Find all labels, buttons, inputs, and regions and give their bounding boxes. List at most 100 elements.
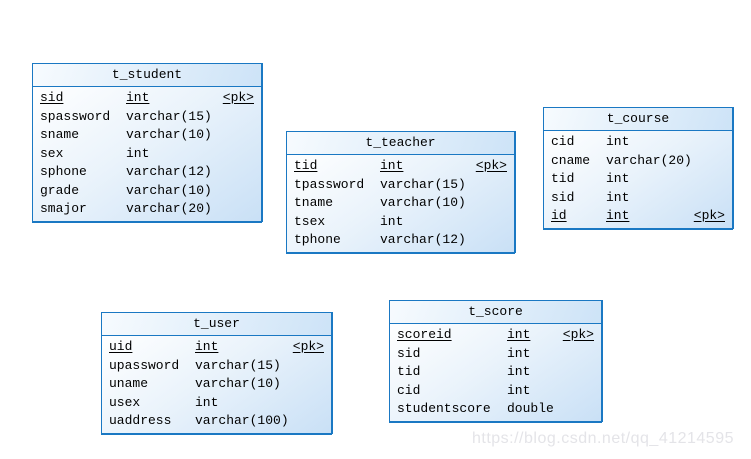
column-type: int bbox=[606, 208, 630, 223]
column-type: int bbox=[380, 213, 404, 229]
column-row[interactable]: tphone varchar(12) bbox=[287, 231, 514, 250]
column-type: int bbox=[126, 90, 150, 105]
column-type: int bbox=[380, 158, 404, 173]
column-name: tphone bbox=[294, 232, 341, 247]
column-name: tsex bbox=[294, 213, 326, 229]
column-row[interactable]: id int <pk> bbox=[544, 207, 732, 226]
column-name: sex bbox=[40, 145, 64, 161]
column-type: double bbox=[507, 401, 554, 416]
column-row[interactable]: tsex int bbox=[287, 213, 514, 232]
column-row[interactable]: sphone varchar(12) bbox=[33, 163, 261, 182]
column-row[interactable]: uaddress varchar(100) bbox=[102, 412, 331, 431]
column-name: tid bbox=[551, 171, 575, 186]
column-name: tpassword bbox=[294, 176, 365, 192]
column-row[interactable]: studentscore double bbox=[390, 400, 601, 419]
column-type: int bbox=[606, 134, 630, 149]
column-type: int bbox=[126, 145, 150, 161]
table-title[interactable]: t_course bbox=[544, 108, 732, 131]
column-row[interactable]: tid int bbox=[390, 363, 601, 382]
column-type: varchar(100) bbox=[195, 413, 289, 428]
column-row[interactable]: sname varchar(10) bbox=[33, 126, 261, 145]
column-type: int bbox=[507, 327, 531, 342]
column-row[interactable]: cname varchar(20) bbox=[544, 152, 732, 171]
column-row[interactable]: sid int <pk> bbox=[33, 89, 261, 108]
column-name: tname bbox=[294, 195, 334, 210]
column-name: grade bbox=[40, 182, 80, 198]
table-columns: tid int <pk> tpassword varchar(15) tname… bbox=[287, 155, 514, 252]
column-name: uname bbox=[109, 376, 149, 391]
column-name: tid bbox=[294, 158, 318, 173]
table-columns: sid int <pk> spassword varchar(15) sname… bbox=[33, 87, 261, 221]
column-name: usex bbox=[109, 394, 141, 410]
column-row[interactable]: smajor varchar(20) bbox=[33, 200, 261, 219]
column-row[interactable]: upassword varchar(15) bbox=[102, 357, 331, 376]
column-type: int bbox=[507, 345, 531, 361]
column-name: smajor bbox=[40, 201, 87, 216]
column-name: sid bbox=[551, 189, 575, 205]
column-type: varchar(10) bbox=[126, 127, 212, 142]
table-title[interactable]: t_score bbox=[390, 301, 601, 324]
column-row[interactable]: sid int bbox=[390, 345, 601, 364]
column-row[interactable]: uname varchar(10) bbox=[102, 375, 331, 394]
column-type: varchar(12) bbox=[126, 164, 212, 179]
column-name: studentscore bbox=[397, 401, 491, 416]
column-name: cname bbox=[551, 152, 591, 168]
pk-marker: <pk> bbox=[693, 208, 725, 223]
table-title[interactable]: t_user bbox=[102, 313, 331, 336]
column-row[interactable]: grade varchar(10) bbox=[33, 182, 261, 201]
csdn-watermark: https://blog.csdn.net/qq_41214595 bbox=[471, 430, 734, 447]
column-type: int bbox=[195, 394, 219, 410]
column-type: int bbox=[606, 171, 630, 186]
column-row[interactable]: scoreid int <pk> bbox=[390, 326, 601, 345]
column-row[interactable]: tpassword varchar(15) bbox=[287, 176, 514, 195]
column-type: varchar(15) bbox=[126, 108, 212, 124]
table-columns: cid int cname varchar(20) tid int sid in… bbox=[544, 131, 732, 228]
entity-table-t_user[interactable]: t_user uid int <pk> upassword varchar(15… bbox=[101, 312, 332, 434]
table-columns: uid int <pk> upassword varchar(15) uname… bbox=[102, 336, 331, 433]
column-name: id bbox=[551, 208, 567, 223]
column-type: varchar(20) bbox=[126, 201, 212, 216]
column-name: sphone bbox=[40, 164, 87, 179]
column-name: cid bbox=[551, 134, 575, 149]
column-name: uaddress bbox=[109, 413, 172, 428]
column-row[interactable]: cid int bbox=[544, 133, 732, 152]
column-type: varchar(10) bbox=[195, 376, 281, 391]
entity-table-t_student[interactable]: t_student sid int <pk> spassword varchar… bbox=[32, 63, 262, 222]
table-columns: scoreid int <pk> sid int tid int cid int… bbox=[390, 324, 601, 421]
column-row[interactable]: tid int <pk> bbox=[287, 157, 514, 176]
column-row[interactable]: spassword varchar(15) bbox=[33, 108, 261, 127]
pk-marker: <pk> bbox=[475, 158, 507, 173]
column-type: varchar(12) bbox=[380, 232, 466, 247]
column-row[interactable]: cid int bbox=[390, 382, 601, 401]
column-type: varchar(20) bbox=[606, 152, 692, 168]
column-row[interactable]: tname varchar(10) bbox=[287, 194, 514, 213]
column-name: upassword bbox=[109, 357, 180, 373]
column-name: scoreid bbox=[397, 327, 452, 342]
column-type: int bbox=[507, 364, 531, 379]
column-name: uid bbox=[109, 339, 133, 354]
column-type: varchar(15) bbox=[380, 176, 466, 192]
column-type: int bbox=[507, 382, 531, 398]
entity-table-t_teacher[interactable]: t_teacher tid int <pk> tpassword varchar… bbox=[286, 131, 515, 253]
column-type: int bbox=[195, 339, 219, 354]
column-row[interactable]: sex int bbox=[33, 145, 261, 164]
column-name: spassword bbox=[40, 108, 111, 124]
column-row[interactable]: sid int bbox=[544, 189, 732, 208]
column-row[interactable]: uid int <pk> bbox=[102, 338, 331, 357]
column-name: sid bbox=[397, 345, 421, 361]
pk-marker: <pk> bbox=[292, 339, 324, 354]
table-title[interactable]: t_student bbox=[33, 64, 261, 87]
pk-marker: <pk> bbox=[562, 327, 594, 342]
column-name: sid bbox=[40, 90, 64, 105]
column-type: varchar(10) bbox=[126, 182, 212, 198]
table-title[interactable]: t_teacher bbox=[287, 132, 514, 155]
column-row[interactable]: tid int bbox=[544, 170, 732, 189]
column-type: int bbox=[606, 189, 630, 205]
column-type: varchar(15) bbox=[195, 357, 281, 373]
column-name: tid bbox=[397, 364, 421, 379]
entity-table-t_course[interactable]: t_course cid int cname varchar(20) tid i… bbox=[543, 107, 733, 229]
pk-marker: <pk> bbox=[222, 90, 254, 105]
column-row[interactable]: usex int bbox=[102, 394, 331, 413]
entity-table-t_score[interactable]: t_score scoreid int <pk> sid int tid int… bbox=[389, 300, 602, 422]
